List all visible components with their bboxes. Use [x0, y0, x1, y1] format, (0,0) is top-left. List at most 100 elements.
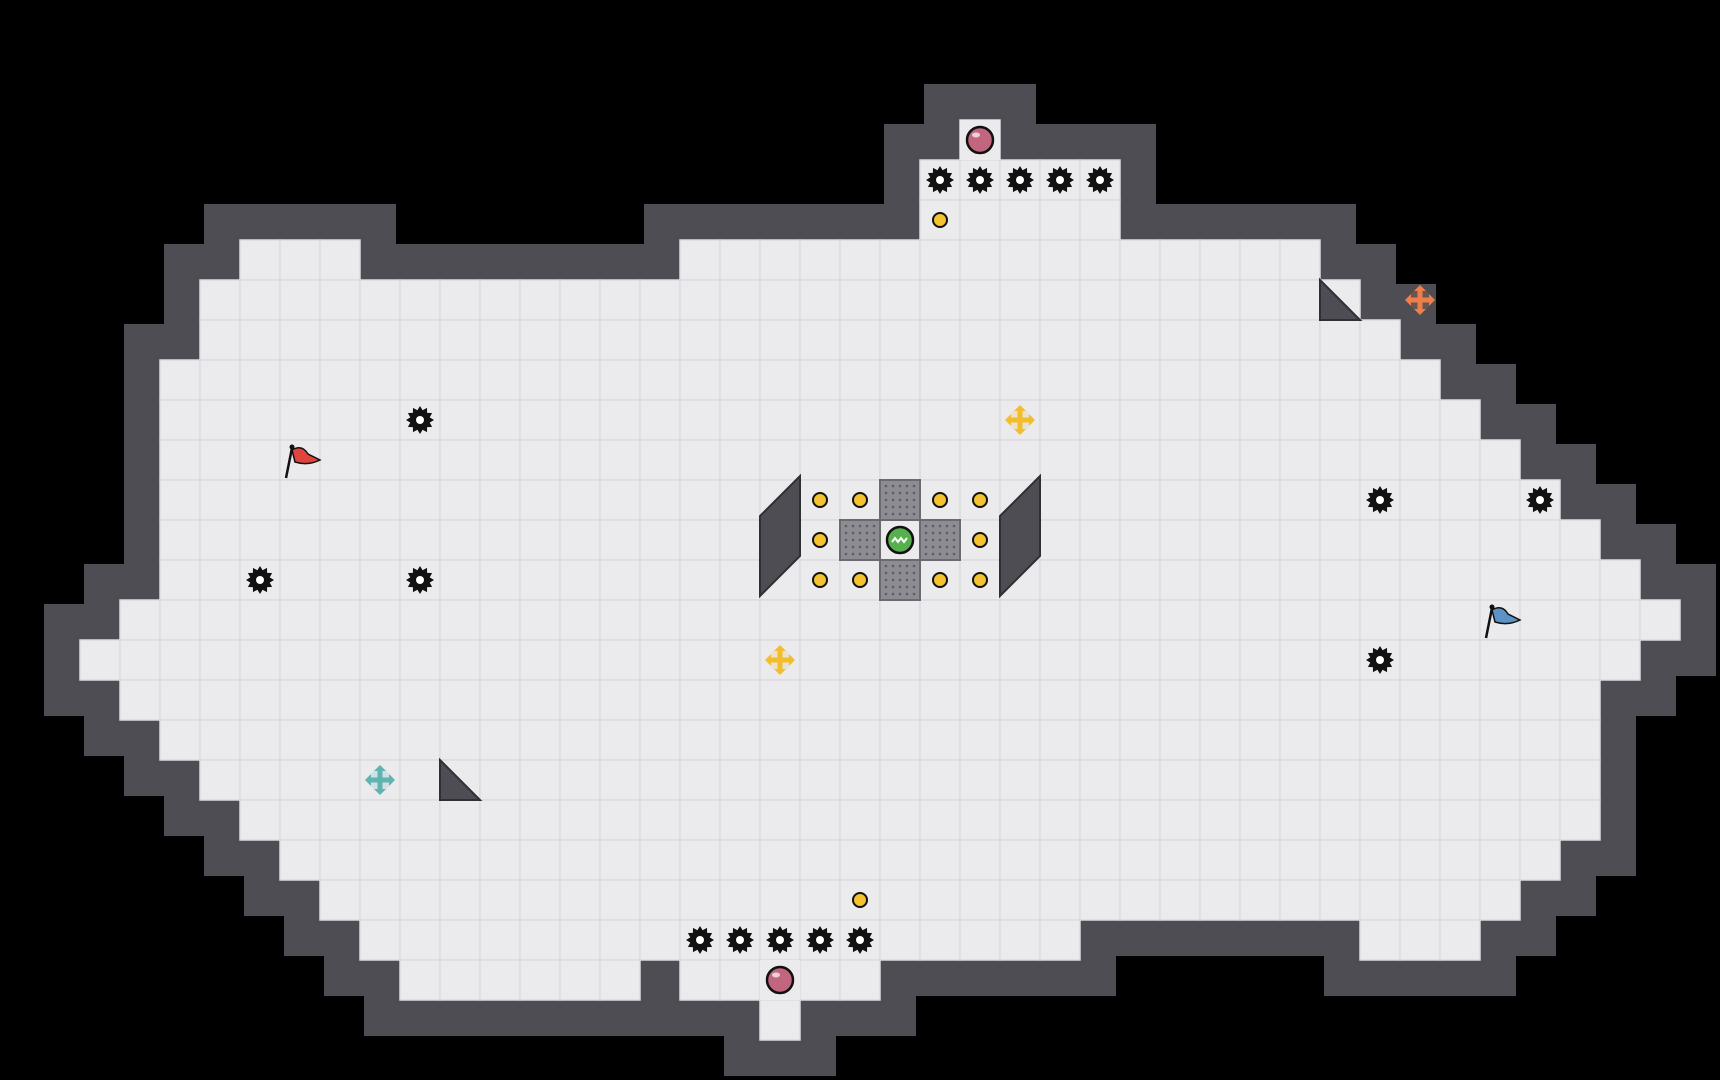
- floor-tile: [999, 759, 1041, 801]
- floor-tile: [1159, 279, 1201, 321]
- floor-tile: [159, 439, 201, 481]
- floor-tile: [1399, 799, 1441, 841]
- floor-tile: [919, 679, 961, 721]
- floor-tile: [879, 239, 921, 281]
- floor-tile: [1119, 879, 1161, 921]
- floor-tile: [919, 919, 961, 961]
- floor-tile: [599, 639, 641, 681]
- floor-tile: [279, 799, 321, 841]
- yellow-move-arrows-icon: [1005, 405, 1035, 435]
- floor-tile: [1199, 759, 1241, 801]
- floor-tile: [1199, 239, 1241, 281]
- floor-tile: [839, 759, 881, 801]
- floor-tile: [359, 799, 401, 841]
- floor-tile: [239, 359, 281, 401]
- floor-tile: [1079, 399, 1121, 441]
- floor-tile: [599, 879, 641, 921]
- floor-tile: [1439, 639, 1481, 681]
- floor-tile: [839, 719, 881, 761]
- floor-tile: [1399, 399, 1441, 441]
- wall-wedge: [999, 473, 1041, 599]
- floor-tile: [399, 319, 441, 361]
- floor-tile: [159, 399, 201, 441]
- floor-tile: [639, 839, 681, 881]
- floor-tile: [399, 799, 441, 841]
- exit-orb-icon: [760, 960, 800, 1000]
- floor-tile: [919, 239, 961, 281]
- floor-tile: [1439, 799, 1481, 841]
- coin-icon: [852, 892, 868, 908]
- floor-tile: [359, 919, 401, 961]
- floor-tile: [679, 599, 721, 641]
- floor-tile: [519, 959, 561, 1001]
- floor-tile: [1119, 719, 1161, 761]
- floor-tile: [759, 359, 801, 401]
- floor-tile: [679, 279, 721, 321]
- floor-tile: [879, 319, 921, 361]
- floor-tile: [519, 839, 561, 881]
- floor-tile: [919, 319, 961, 361]
- floor-tile: [479, 279, 521, 321]
- floor-tile: [1559, 759, 1601, 801]
- floor-tile: [1119, 239, 1161, 281]
- floor-tile: [1439, 599, 1481, 641]
- floor-tile: [1199, 879, 1241, 921]
- floor-tile: [639, 879, 681, 921]
- floor-tile: [1079, 359, 1121, 401]
- floor-tile: [1119, 759, 1161, 801]
- floor-tile: [279, 719, 321, 761]
- floor-tile: [599, 719, 641, 761]
- floor-tile: [1039, 719, 1081, 761]
- floor-tile: [959, 439, 1001, 481]
- floor-tile: [1359, 359, 1401, 401]
- floor-tile: [199, 439, 241, 481]
- floor-tile: [999, 919, 1041, 961]
- floor-tile: [679, 959, 721, 1001]
- floor-tile: [479, 759, 521, 801]
- floor-tile: [159, 479, 201, 521]
- level-pieces: [246, 120, 1554, 1000]
- floor-tile: [1319, 839, 1361, 881]
- floor-tile: [599, 599, 641, 641]
- floor-tile: [1479, 839, 1521, 881]
- floor-tile: [759, 599, 801, 641]
- floor-tile: [639, 279, 681, 321]
- floor-tile: [1519, 639, 1561, 681]
- level-obstacles: [439, 277, 1363, 801]
- floor-tile: [1319, 319, 1361, 361]
- floor-tile: [1239, 759, 1281, 801]
- floor-tile: [639, 919, 681, 961]
- floor-tile: [279, 399, 321, 441]
- floor-tile: [479, 639, 521, 681]
- floor-tile: [319, 839, 361, 881]
- floor-tile: [1479, 439, 1521, 481]
- floor-tile: [799, 599, 841, 641]
- floor-tile: [959, 199, 1001, 241]
- floor-tile: [919, 759, 961, 801]
- floor-tile: [1199, 439, 1241, 481]
- floor-tile: [159, 599, 201, 641]
- floor-tile: [999, 839, 1041, 881]
- floor-tile: [1239, 719, 1281, 761]
- floor-tile: [239, 719, 281, 761]
- floor-tile: [1279, 799, 1321, 841]
- floor-tile: [959, 759, 1001, 801]
- floor-tile: [1319, 879, 1361, 921]
- floor-tile: [919, 799, 961, 841]
- floor-tile: [759, 799, 801, 841]
- floor-tile: [999, 679, 1041, 721]
- floor-tile: [1199, 679, 1241, 721]
- floor-tile: [839, 639, 881, 681]
- floor-tile: [319, 879, 361, 921]
- floor-tile: [1439, 759, 1481, 801]
- floor-tile: [1159, 559, 1201, 601]
- floor-tile: [839, 599, 881, 641]
- floor-tile: [1319, 519, 1361, 561]
- floor-tile: [1519, 519, 1561, 561]
- floor-tile: [1199, 479, 1241, 521]
- floor-tile: [679, 799, 721, 841]
- floor-tile: [359, 719, 401, 761]
- floor-tile: [1439, 439, 1481, 481]
- floor-tile: [839, 359, 881, 401]
- floor-tile: [999, 719, 1041, 761]
